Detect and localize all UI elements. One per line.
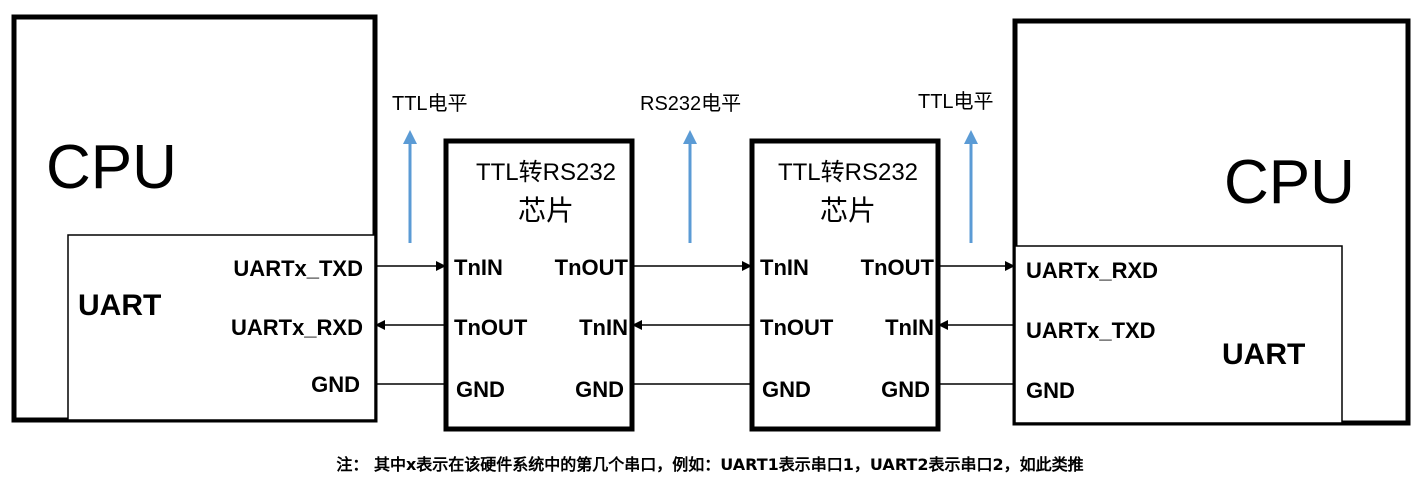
chip-2-title-line2: 芯片: [820, 195, 876, 226]
chip-2-title-line1: TTL转RS232: [778, 159, 918, 186]
chip-1-box: [443, 138, 635, 432]
left-uart-pin-rxd: UARTx_RXD: [231, 315, 363, 340]
left-uart-pin-gnd: GND: [311, 372, 360, 397]
right-uart-label: UART: [1222, 338, 1305, 371]
chip-2-right-pin-tnin: TnIN: [885, 315, 934, 340]
chip-1: TTL转RS232 芯片 TnIN TnOUT GND TnOUT TnIN G…: [443, 138, 635, 432]
chip-2-left-pin-tnout: TnOUT: [760, 315, 834, 340]
chip-2-right-pin-gnd: GND: [881, 377, 930, 402]
right-uart-box: [1014, 245, 1343, 424]
chip-1-left-pin-tnout: TnOUT: [454, 315, 528, 340]
left-uart-label: UART: [78, 289, 161, 322]
left-uart-box: [67, 234, 376, 421]
right-cpu: CPU UART UARTx_RXD UARTx_TXD GND: [1012, 18, 1411, 426]
chip-2-right-pin-tnout: TnOUT: [861, 255, 935, 280]
level-label-middle: RS232电平: [640, 92, 741, 115]
chip-1-right-pin-gnd: GND: [575, 377, 624, 402]
right-uart-pin-txd: UARTx_TXD: [1026, 318, 1156, 343]
chip-1-right-pin-tnin: TnIN: [579, 315, 628, 340]
level-label-left: TTL电平: [392, 92, 468, 115]
left-cpu: CPU UART UARTx_TXD UARTx_RXD GND: [11, 14, 378, 423]
level-label-right: TTL电平: [918, 90, 994, 113]
connection-lines: [375, 261, 1015, 385]
right-cpu-title: CPU: [1224, 148, 1355, 217]
left-uart-pin-txd: UARTx_TXD: [233, 256, 363, 281]
signal-levels: TTL电平 RS232电平 TTL电平: [392, 90, 994, 243]
chip-1-title-line1: TTL转RS232: [476, 159, 616, 186]
chip-1-left-pin-gnd: GND: [456, 377, 505, 402]
right-uart-pin-gnd: GND: [1026, 378, 1075, 403]
chip-2-left-pin-gnd: GND: [762, 377, 811, 402]
chip-2-box: [749, 138, 941, 432]
chip-1-left-pin-tnin: TnIN: [454, 255, 503, 280]
left-cpu-title: CPU: [46, 133, 177, 202]
chip-1-right-pin-tnout: TnOUT: [555, 255, 629, 280]
right-uart-pin-rxd: UARTx_RXD: [1026, 258, 1158, 283]
chip-2: TTL转RS232 芯片 TnIN TnOUT GND TnOUT TnIN G…: [749, 138, 941, 432]
chip-1-title-line2: 芯片: [518, 195, 574, 226]
chip-2-left-pin-tnin: TnIN: [760, 255, 809, 280]
footnote: 注： 其中x表示在该硬件系统中的第几个串口，例如：UART1表示串口1，UART…: [336, 455, 1083, 474]
